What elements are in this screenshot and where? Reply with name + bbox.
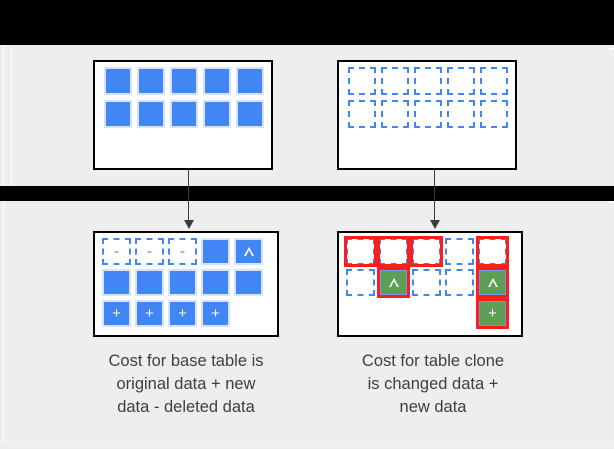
- grid-base-table-after-changes: - - - + + + +: [102, 238, 263, 327]
- data-cell: [104, 100, 132, 128]
- left-edge-line-lower: [3, 201, 4, 441]
- data-cell: [201, 238, 230, 265]
- data-cell: [170, 100, 198, 128]
- data-cell: [480, 67, 508, 95]
- plus-icon: +: [488, 305, 497, 322]
- data-cell: +: [135, 300, 164, 327]
- data-cell: +: [201, 300, 230, 327]
- data-cell: [379, 300, 408, 327]
- grid-table-clone-after-changes: +: [344, 236, 509, 329]
- data-cell: [234, 300, 263, 327]
- data-cell: [414, 100, 442, 128]
- data-cell: [412, 300, 441, 327]
- caption-base-line-1: Cost for base table is: [108, 352, 264, 370]
- arrow-shaft: [434, 170, 435, 222]
- plus-icon: +: [112, 305, 121, 322]
- bottom-edge-line: [0, 441, 614, 443]
- data-cell: [234, 269, 263, 296]
- data-cell: [102, 269, 131, 296]
- data-cell: [412, 269, 441, 296]
- data-cell: [344, 236, 377, 267]
- data-cell: [170, 67, 198, 95]
- grid-base-table-original: [104, 67, 264, 128]
- data-cell: [476, 267, 509, 298]
- data-cell: [445, 238, 474, 265]
- data-cell: [476, 236, 509, 267]
- data-cell: [480, 100, 508, 128]
- minus-icon: -: [180, 243, 185, 260]
- data-cell: [348, 100, 376, 128]
- data-cell: [135, 269, 164, 296]
- caption-table-clone: Cost for table clone is changed data + n…: [334, 350, 532, 418]
- data-cell: [203, 67, 231, 95]
- triangle-icon: [243, 247, 254, 256]
- data-cell: [381, 100, 409, 128]
- data-cell: [445, 300, 474, 327]
- data-cell: [377, 236, 410, 267]
- triangle-icon: [487, 278, 498, 287]
- caption-base-line-3: data - deleted data: [117, 397, 255, 416]
- left-edge-line-outer: [3, 45, 4, 186]
- data-cell: [447, 100, 475, 128]
- data-cell: [201, 269, 230, 296]
- minus-icon: -: [114, 243, 119, 260]
- data-cell: +: [476, 298, 509, 329]
- caption-base-table: Cost for base table is original data + n…: [86, 350, 286, 418]
- data-cell: -: [135, 238, 164, 265]
- data-cell: [445, 269, 474, 296]
- triangle-icon: [388, 278, 399, 287]
- plus-icon: +: [178, 305, 187, 322]
- middle-mask-band: [0, 186, 614, 201]
- data-cell: [346, 300, 375, 327]
- arrow-head: [184, 220, 194, 229]
- data-cell: -: [102, 238, 131, 265]
- arrow-shaft: [188, 170, 189, 222]
- data-cell: [104, 67, 132, 95]
- data-cell: [348, 67, 376, 95]
- caption-clone-line-2: is changed data +: [367, 374, 499, 393]
- left-edge-line-inner: [11, 48, 12, 185]
- top-mask-band: [0, 0, 614, 45]
- caption-clone-line-1: Cost for table clone: [361, 352, 505, 370]
- arrow-head: [430, 220, 440, 229]
- data-cell: [377, 267, 410, 298]
- right-edge-notch-upper: [609, 48, 614, 50]
- data-cell: [236, 100, 264, 128]
- data-cell: [168, 269, 197, 296]
- data-cell: [137, 67, 165, 95]
- minus-icon: -: [147, 243, 152, 260]
- plus-icon: +: [145, 305, 154, 322]
- right-edge-notch-lower: [609, 201, 614, 203]
- data-cell: [381, 67, 409, 95]
- grid-table-clone-original: [348, 67, 508, 128]
- data-cell: [203, 100, 231, 128]
- data-cell: [137, 100, 165, 128]
- data-cell: +: [168, 300, 197, 327]
- data-cell: -: [168, 238, 197, 265]
- data-cell: [234, 238, 263, 265]
- data-cell: +: [102, 300, 131, 327]
- data-cell: [410, 236, 443, 267]
- data-cell: [414, 67, 442, 95]
- caption-base-line-2: original data + new: [116, 374, 256, 393]
- data-cell: [447, 67, 475, 95]
- caption-clone-line-3: new data: [399, 397, 467, 416]
- data-cell: [346, 269, 375, 296]
- plus-icon: +: [211, 305, 220, 322]
- data-cell: [236, 67, 264, 95]
